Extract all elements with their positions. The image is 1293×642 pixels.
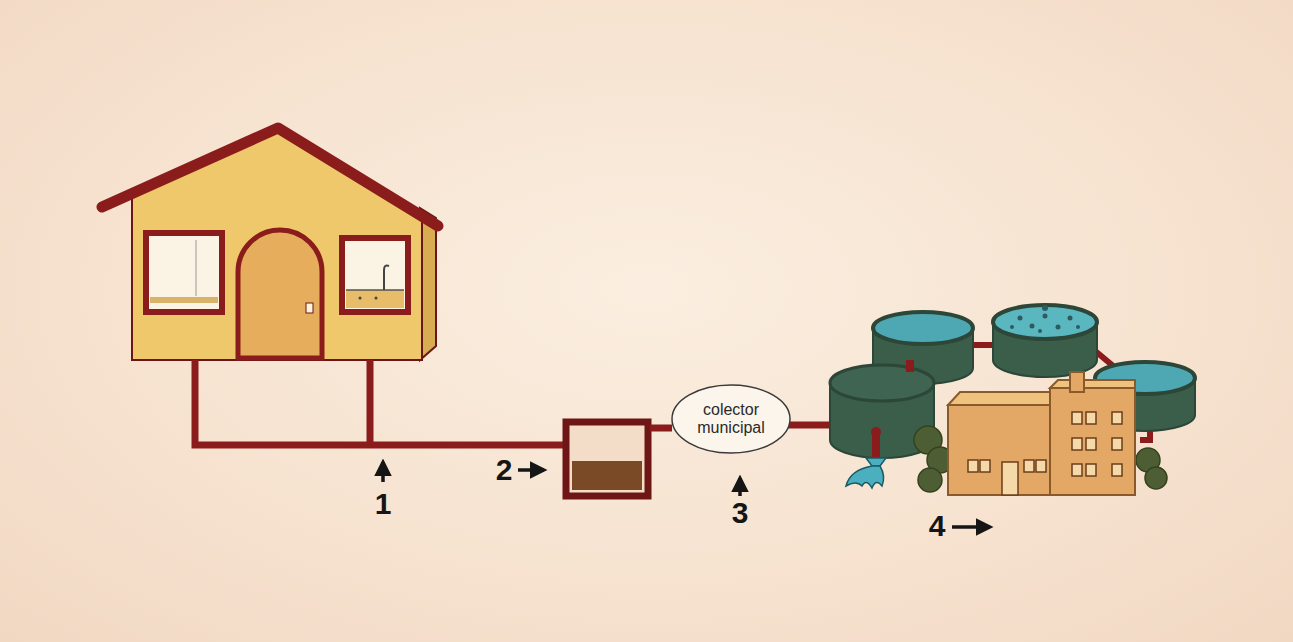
grease-trap <box>566 422 648 496</box>
callout-number: 1 <box>370 489 396 519</box>
callout-arrows <box>383 462 990 527</box>
collector-ellipse: colector municipal <box>670 383 792 455</box>
callout-number: 3 <box>727 498 753 528</box>
drain-pipe <box>195 360 568 445</box>
treatment-plant <box>830 305 1195 495</box>
callout-number: 4 <box>924 511 950 541</box>
node-label: colector municipal <box>670 401 792 437</box>
house <box>102 128 438 360</box>
callout-number: 2 <box>491 455 517 485</box>
